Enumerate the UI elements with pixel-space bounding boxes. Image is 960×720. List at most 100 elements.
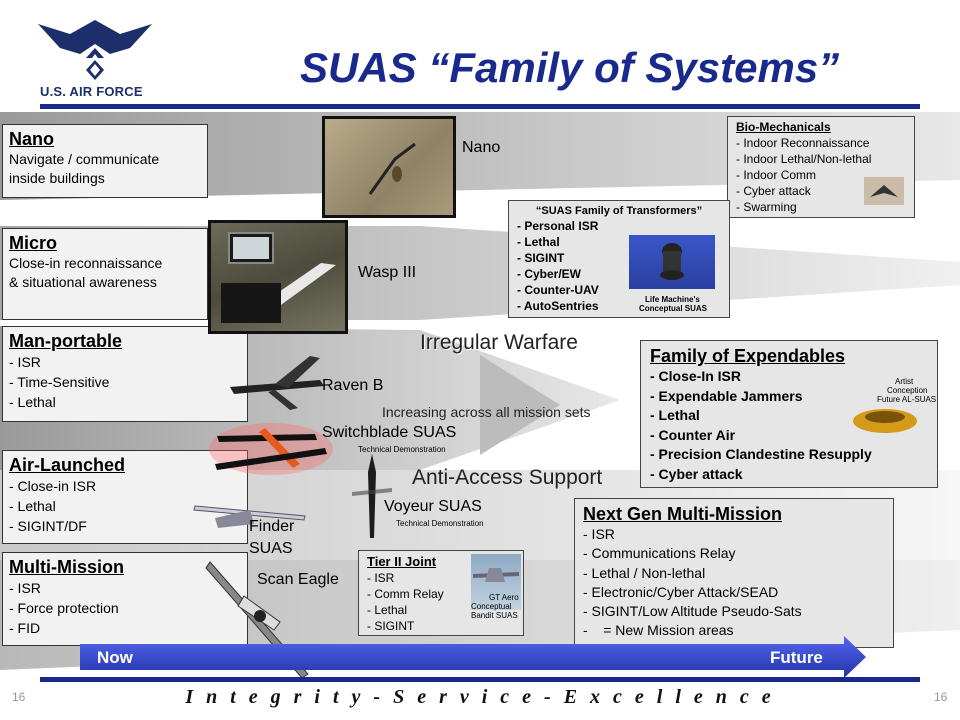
label-switchblade-sub: Technical Demonstration [358,445,446,454]
category-man-portable: Man-portable - ISR - Time-Sensitive - Le… [2,326,248,422]
next-gen-item: - = New Mission areas [583,622,734,639]
transformers-item: - Personal ISR [517,219,599,233]
page-number-left: 16 [12,690,26,704]
category-heading: Man-portable [9,331,123,351]
category-heading: Air-Launched [9,455,126,475]
next-gen-item: - Electronic/Cyber Attack/SEAD [583,583,779,600]
category-line: - Lethal [9,394,56,410]
footer-motto: I n t e g r i t y - S e r v i c e - E x … [185,686,775,708]
timeline-now-label: Now [97,648,133,667]
transformers-caption: Life Machine's [645,295,700,304]
irregular-warfare-label: Irregular Warfare [420,331,578,354]
expendables-item: - Lethal [650,407,700,423]
category-line: - Time-Sensitive [9,374,110,390]
category-heading: Micro [9,233,58,253]
category-line: - FID [9,620,41,636]
expendables-item: - Expendable Jammers [650,387,803,404]
page-title: SUAS “Family of Systems” [300,44,840,91]
transformers-item: - Lethal [517,235,560,249]
air-force-logo-icon [38,20,152,80]
timeline-future-label: Future [770,648,823,667]
category-line: - Lethal [9,498,56,514]
label-switchblade: Switchblade SUAS [322,424,457,441]
nano-drone-icon [368,142,416,195]
transformers-drone-icon [660,243,684,280]
expendables-heading: Family of Expendables [650,346,846,366]
transformers-image [629,235,715,289]
category-line: Navigate / communicate [9,151,160,167]
category-line: inside buildings [9,170,105,186]
label-scan-eagle: Scan Eagle [257,571,339,588]
expendable-drone-icon [853,409,917,433]
label-raven: Raven B [322,377,384,394]
tier-ii-item: - Comm Relay [367,587,444,601]
expendables-caption: Conception [887,386,928,395]
finder-drone-icon [193,505,306,528]
transformers-item: - SIGINT [517,251,565,265]
bio-insect-icon [870,185,898,197]
anti-access-label: Anti-Access Support [412,466,603,489]
transformers-item: - Counter-UAV [517,283,599,297]
next-gen-item: - Lethal / Non-lethal [583,564,706,581]
next-gen-item: - Communications Relay [583,545,736,562]
logo-text: U.S. AIR FORCE [40,84,143,99]
voyeur-drone-icon [352,454,392,538]
tier-ii-item: - Lethal [367,603,408,617]
timeline-arrow [80,636,866,678]
category-line: - Close-in ISR [9,478,97,494]
wasp-photo [208,220,348,334]
expendables-caption: Future AL-SUAS [877,395,937,404]
tier-ii-caption: GT Aero [489,593,519,602]
raven-drone-icon [230,356,324,410]
category-micro: Micro Close-in reconnaissance & situatio… [2,228,208,320]
category-heading: Multi-Mission [9,557,124,577]
transformers-caption: Conceptual SUAS [639,304,708,313]
tier-ii-caption: Conceptual Bandit SUAS [471,602,518,620]
next-gen-box: Next Gen Multi-Mission - ISR - Communica… [574,498,894,648]
bio-item: - Indoor Lethal/Non-lethal [736,152,872,166]
increasing-label: Increasing across all mission sets [382,404,591,420]
expendables-item: - Close-In ISR [650,368,742,384]
category-line: - SIGINT/DF [9,518,87,534]
category-line: - ISR [9,580,41,596]
label-finder-1: Finder [249,518,295,535]
category-line: & situational awareness [9,274,157,290]
label-wasp: Wasp III [358,264,417,281]
bio-image [864,177,904,205]
category-nano: Nano Navigate / communicate inside build… [2,124,208,198]
expendables-item: - Counter Air [650,426,736,443]
bio-item: - Cyber attack [736,184,811,198]
category-line: - Force protection [9,600,119,616]
wedge-nano [0,112,960,200]
next-gen-item: - SIGINT/Low Altitude Pseudo-Sats [583,603,802,620]
tier-ii-item: - ISR [367,571,395,585]
label-voyeur-sub: Technical Demonstration [396,519,484,528]
bio-heading: Bio-Mechanicals [736,120,831,134]
tier-ii-box: Tier II Joint - ISR - Comm Relay - Letha… [358,550,524,636]
wasp-drone-icon [221,232,336,323]
header-rule [40,104,920,109]
page-number-right: 16 [934,690,948,704]
label-nano: Nano [462,139,501,156]
expendables-item: - Precision Clandestine Resupply [650,446,872,462]
transformers-heading: “SUAS Family of Transformers” [535,205,703,217]
category-line: Close-in reconnaissance [9,255,163,271]
transformers-item: - Cyber/EW [517,267,582,281]
bio-item: - Indoor Comm [736,168,817,182]
tier-ii-drone-icon [473,568,519,582]
bio-item: - Swarming [736,200,797,214]
bio-item: - Indoor Reconnaissance [736,136,870,150]
expendables-caption: Artist [895,377,914,386]
transformers-item: - AutoSentries [517,299,599,313]
category-line: - ISR [9,354,41,370]
label-finder-2: SUAS [249,540,293,557]
switchblade-drone-icon [209,423,333,475]
tier-ii-heading: Tier II Joint [367,554,437,569]
tier-ii-item: - SIGINT [367,619,415,633]
center-arrow-shape [480,355,560,455]
transformers-box: “SUAS Family of Transformers” - Personal… [508,200,730,318]
next-gen-item: - ISR [583,526,615,542]
tier-ii-image [471,554,521,610]
bio-mechanicals-box: Bio-Mechanicals - Indoor Reconnaissance … [727,116,915,218]
footer-rule [40,677,920,682]
